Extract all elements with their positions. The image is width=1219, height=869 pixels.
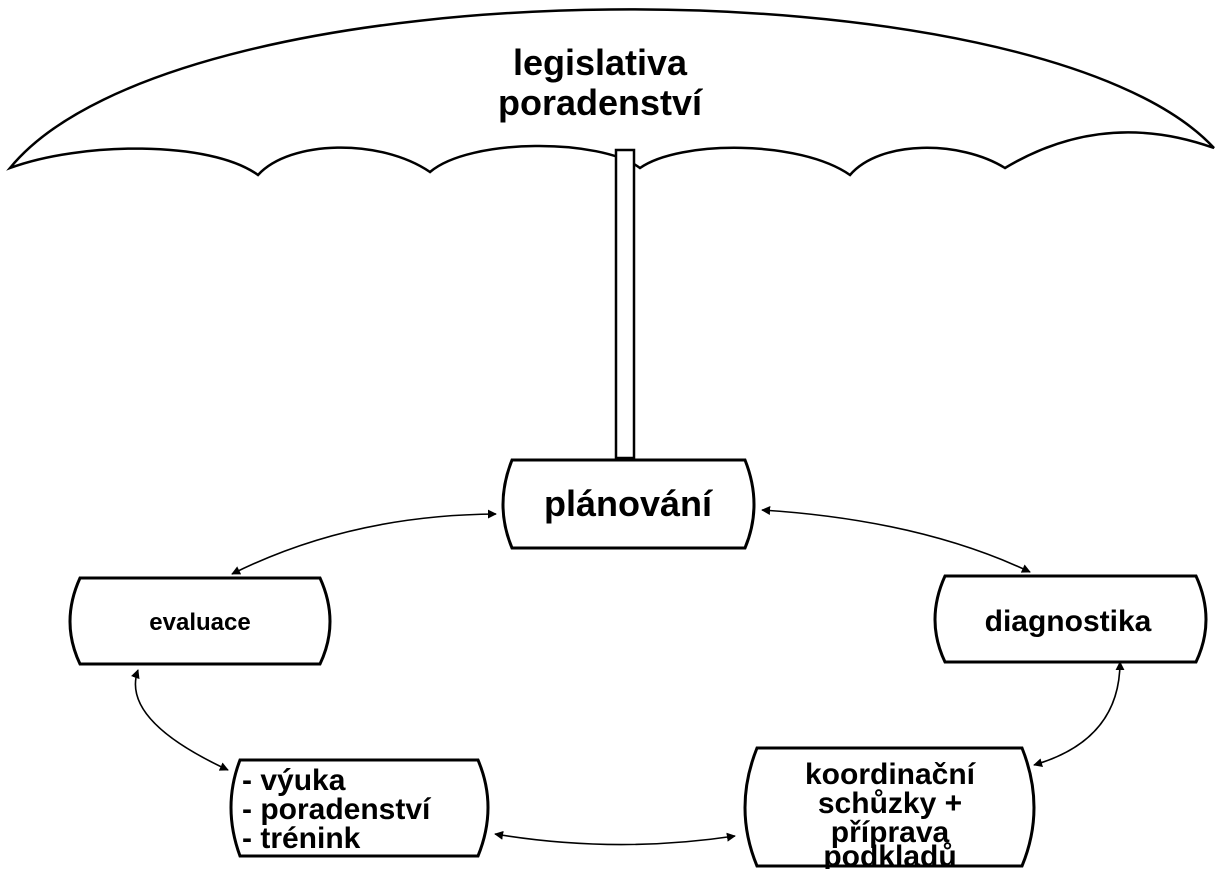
node-intervence-shape — [229, 758, 490, 858]
edge-koordinace-intervence — [494, 830, 736, 846]
edge-intervence-evaluace — [131, 669, 229, 771]
node-diagnostika-shape — [933, 574, 1208, 664]
node-intervence-label-line2: - poradenství — [242, 793, 432, 826]
umbrella-canopy — [6, 8, 1215, 177]
node-intervence-label-line3: - trénink — [242, 822, 361, 855]
node-koordinace-label-line2: schůzky + — [818, 787, 962, 820]
cycle-edges — [131, 506, 1125, 846]
node-koordinace: koordinační schůzky + příprava podkladů — [743, 746, 1036, 869]
node-koordinace-shape — [743, 746, 1036, 868]
umbrella-title-line1: legislativa — [513, 42, 688, 83]
umbrella-title-line2: poradenství — [498, 82, 703, 123]
node-diagnostika-label: diagnostika — [985, 605, 1152, 638]
node-evaluace: evaluace — [68, 576, 332, 666]
node-evaluace-label: evaluace — [149, 609, 250, 636]
umbrella: legislativa poradenství — [6, 8, 1215, 460]
node-koordinace-label-line1: koordinační — [805, 758, 977, 791]
node-planovani-shape — [501, 458, 756, 550]
edge-evaluace-planovani — [231, 509, 497, 575]
node-evaluace-shape — [68, 576, 332, 666]
node-planovani-label: plánování — [544, 483, 713, 524]
edge-diagnostika-koordinace — [1033, 661, 1125, 768]
umbrella-handle — [614, 148, 636, 460]
node-koordinace-label-line4: podkladů — [823, 840, 956, 869]
edge-planovani-diagnostika — [761, 506, 1031, 573]
node-diagnostika: diagnostika — [933, 574, 1208, 664]
node-intervence-label-line1: - výuka — [242, 764, 346, 797]
node-planovani: plánování — [501, 458, 756, 550]
node-intervence: - výuka - poradenství - trénink — [229, 758, 490, 858]
node-koordinace-label-line3: příprava — [831, 816, 950, 849]
